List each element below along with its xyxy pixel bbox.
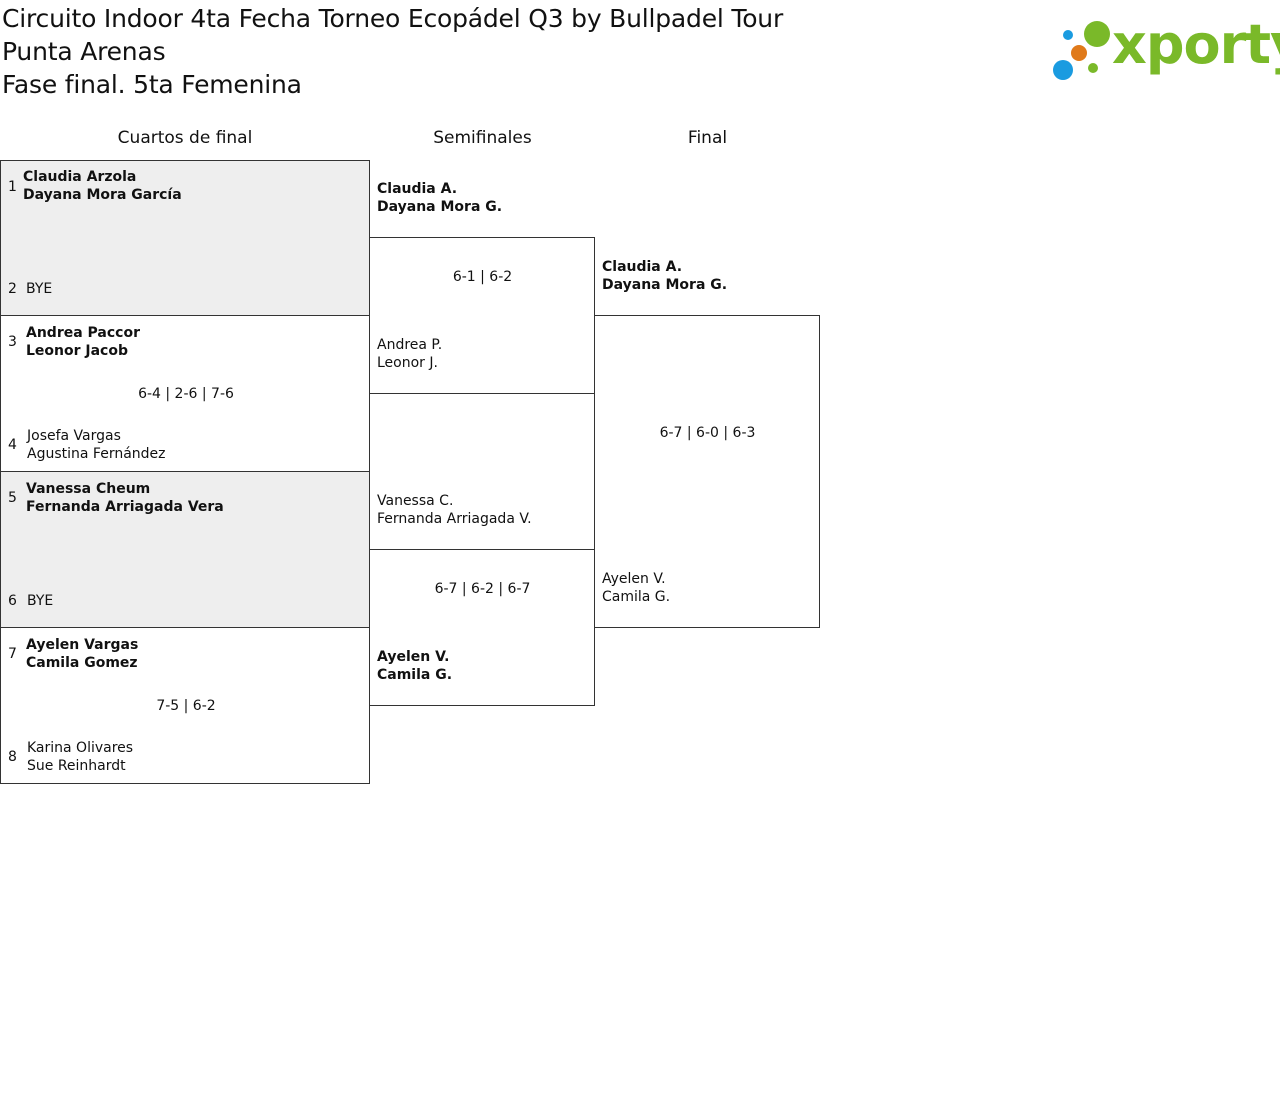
semifinal-match-1: 6-1 | 6-2 Andrea P. Leonor J. bbox=[369, 237, 595, 394]
player-name: Ayelen V. bbox=[602, 571, 666, 587]
round-header-quarterfinals: Cuartos de final bbox=[117, 128, 253, 148]
round-header-final: Final bbox=[687, 128, 728, 148]
seed-number: 1 bbox=[8, 179, 17, 195]
player-name: Leonor J. bbox=[377, 355, 438, 371]
player-name: Camila G. bbox=[602, 589, 671, 605]
seed-number: 5 bbox=[8, 490, 17, 506]
player-name: Dayana Mora G. bbox=[377, 199, 503, 215]
quarterfinal-match-3: 5 Vanessa Cheum Fernanda Arriagada Vera … bbox=[0, 471, 370, 628]
title-line-2: Punta Arenas bbox=[2, 37, 166, 66]
player-name: Camila G. bbox=[377, 667, 453, 683]
player-name: Claudia Arzola bbox=[23, 169, 137, 185]
player-name: Dayana Mora García bbox=[23, 187, 182, 203]
match-score: 6-1 | 6-2 bbox=[452, 269, 513, 285]
player-name: Ayelen V. bbox=[377, 649, 450, 665]
player-name: Fernanda Arriagada Vera bbox=[26, 499, 224, 515]
seed-number: 4 bbox=[8, 437, 17, 453]
player-name: Camila Gomez bbox=[26, 655, 138, 671]
player-name: Agustina Fernández bbox=[27, 446, 166, 462]
semifinal-match-2: 6-7 | 6-2 | 6-7 Ayelen V. Camila G. bbox=[369, 549, 595, 706]
seed-number: 7 bbox=[8, 646, 17, 662]
player-name: Vanessa C. bbox=[377, 493, 454, 509]
player-name: Sue Reinhardt bbox=[27, 758, 126, 774]
match-score: 6-4 | 2-6 | 7-6 bbox=[138, 386, 234, 402]
title-line-1: Circuito Indoor 4ta Fecha Torneo Ecopáde… bbox=[2, 4, 784, 33]
match-score: 6-7 | 6-0 | 6-3 bbox=[659, 425, 756, 441]
quarterfinal-match-4: 7 Ayelen Vargas Camila Gomez 7-5 | 6-2 8… bbox=[0, 627, 370, 784]
player-name: Claudia A. bbox=[602, 259, 683, 275]
quarterfinal-match-1: 1 Claudia Arzola Dayana Mora García 2 BY… bbox=[0, 160, 370, 316]
round-header-semifinals: Semifinales bbox=[433, 128, 532, 148]
player-name: Andrea P. bbox=[377, 337, 443, 353]
player-name: Ayelen Vargas bbox=[26, 637, 139, 653]
player-name: Andrea Paccor bbox=[26, 325, 140, 341]
player-name: Claudia A. bbox=[377, 181, 458, 197]
seed-number: 6 bbox=[8, 593, 17, 609]
player-name: Dayana Mora G. bbox=[602, 277, 728, 293]
player-name: Fernanda Arriagada V. bbox=[377, 511, 532, 527]
seed-number: 2 bbox=[8, 281, 17, 297]
quarterfinal-match-2: 3 Andrea Paccor Leonor Jacob 6-4 | 2-6 |… bbox=[0, 315, 370, 472]
xporty-logo: xporty bbox=[1050, 13, 1280, 84]
match-score: 6-7 | 6-2 | 6-7 bbox=[434, 581, 531, 597]
title-line-3: Fase final. 5ta Femenina bbox=[2, 70, 302, 99]
logo-dots-icon bbox=[1053, 21, 1110, 80]
player-name-bye: BYE bbox=[26, 281, 53, 297]
player-name-bye: BYE bbox=[27, 593, 54, 609]
player-name: Vanessa Cheum bbox=[26, 481, 151, 497]
final-match: 6-7 | 6-0 | 6-3 Ayelen V. Camila G. bbox=[594, 315, 820, 628]
player-name: Karina Olivares bbox=[27, 740, 134, 756]
tournament-title: Circuito Indoor 4ta Fecha Torneo Ecopáde… bbox=[2, 2, 783, 101]
seed-number: 8 bbox=[8, 749, 17, 765]
player-name: Josefa Vargas bbox=[27, 428, 121, 444]
match-score: 7-5 | 6-2 bbox=[156, 698, 216, 714]
logo-wordmark: xporty bbox=[1112, 13, 1280, 76]
player-name: Leonor Jacob bbox=[26, 343, 128, 359]
seed-number: 3 bbox=[8, 334, 17, 350]
